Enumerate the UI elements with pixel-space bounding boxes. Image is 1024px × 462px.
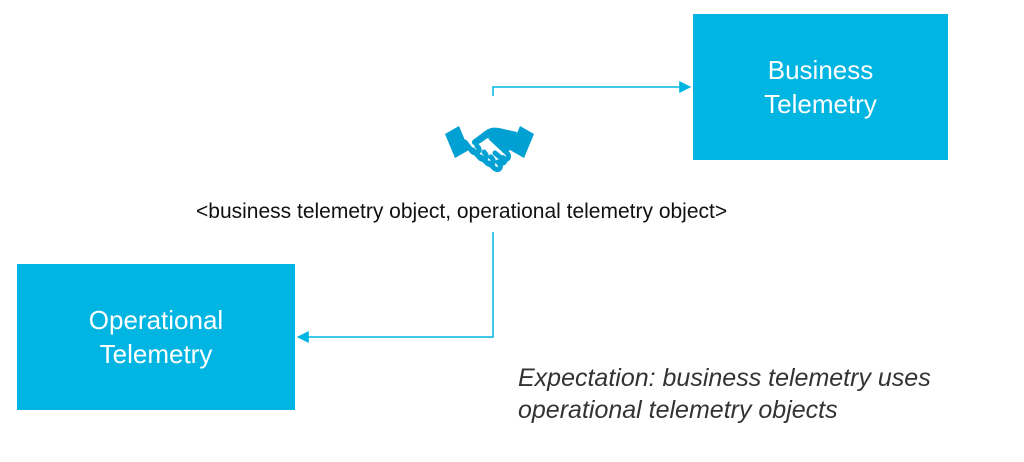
operational-telemetry-label-line1: Operational xyxy=(88,305,224,335)
operational-telemetry-label-line2: Telemetry xyxy=(99,339,213,369)
connector-to-business xyxy=(492,81,692,96)
handshake-icon xyxy=(445,126,534,172)
operational-telemetry-box: Operational Telemetry xyxy=(17,264,295,410)
expectation-note: Expectation: business telemetry uses ope… xyxy=(518,362,1018,426)
connector-to-operational xyxy=(296,232,494,343)
business-telemetry-label-line1: Business xyxy=(767,55,874,85)
business-telemetry-box: Business Telemetry xyxy=(693,14,948,160)
tuple-label: <business telemetry object, operational … xyxy=(196,200,728,223)
business-telemetry-label-line2: Telemetry xyxy=(764,89,877,119)
expectation-line1: Expectation: business telemetry uses xyxy=(518,364,931,392)
expectation-line2: operational telemetry objects xyxy=(518,396,838,424)
